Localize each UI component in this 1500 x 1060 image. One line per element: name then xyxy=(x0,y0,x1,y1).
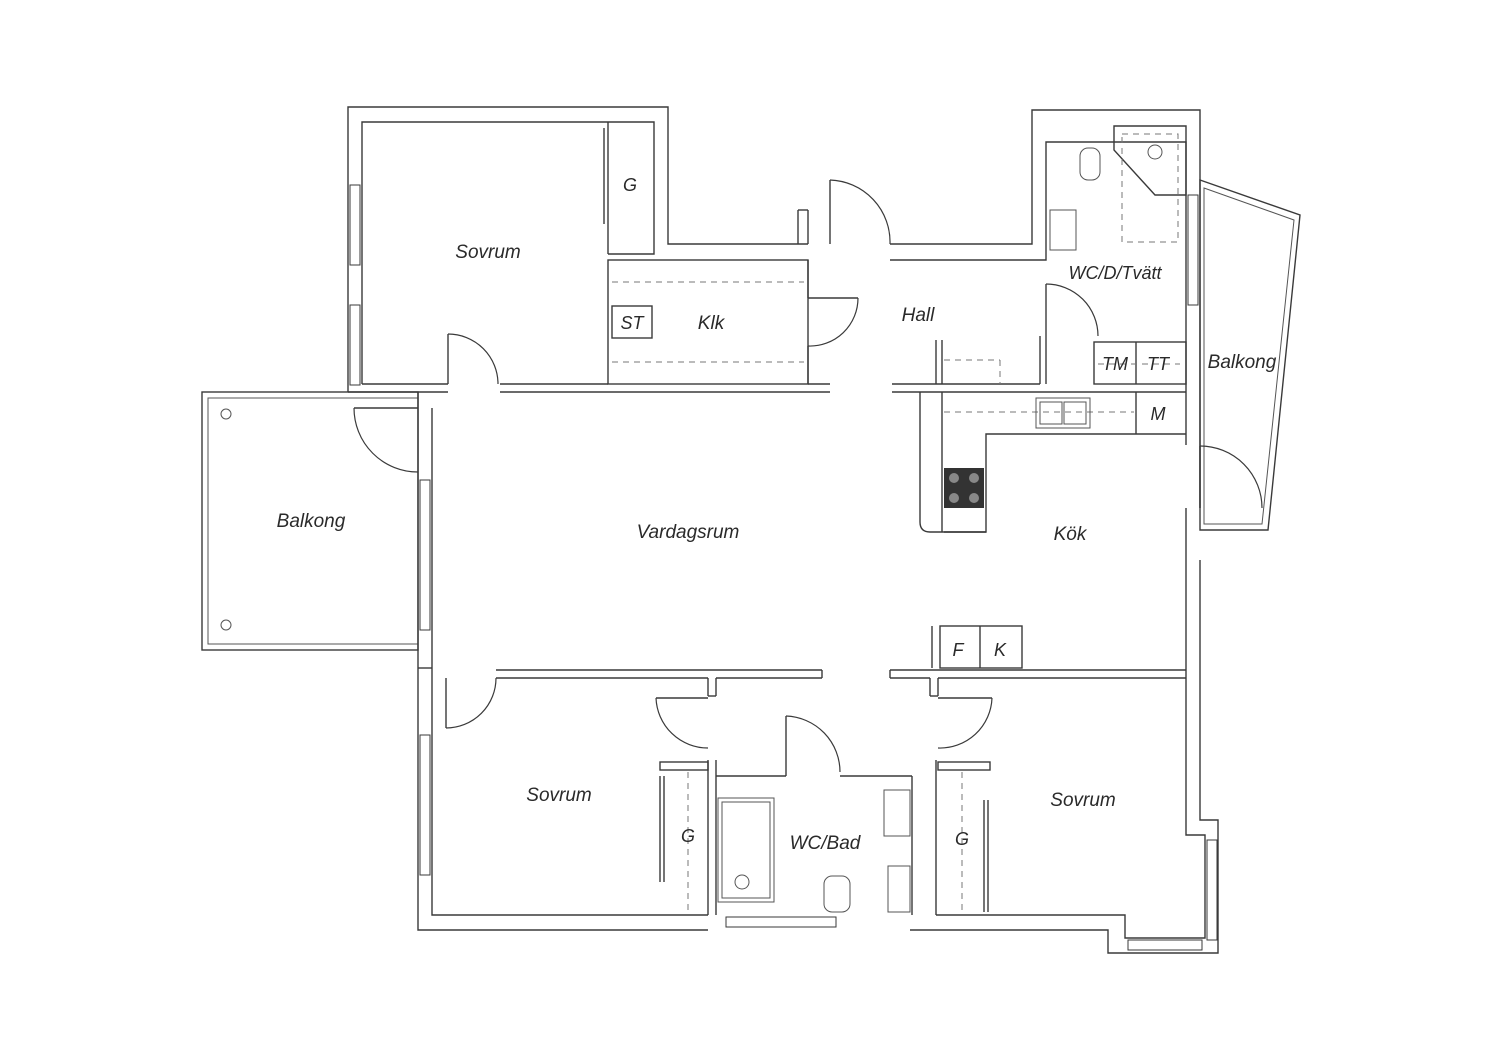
label-wc-d-tvatt: WC/D/Tvätt xyxy=(1069,263,1163,283)
label-garderob-bottom-right: G xyxy=(955,829,969,849)
label-garderob-bottom-left: G xyxy=(681,826,695,846)
label-stad: ST xyxy=(620,313,645,333)
label-f: F xyxy=(953,640,965,660)
label-kok: Kök xyxy=(1054,524,1088,545)
label-tt: TT xyxy=(1147,354,1171,374)
label-hall: Hall xyxy=(902,305,936,326)
room-labels: Sovrum G ST Klk Hall WC/D/Tvätt TM TT Ba… xyxy=(277,175,1277,854)
label-garderob-top: G xyxy=(623,175,637,195)
label-k: K xyxy=(994,640,1007,660)
label-balkong-right: Balkong xyxy=(1208,352,1277,373)
label-sovrum-top: Sovrum xyxy=(455,242,520,263)
windows xyxy=(349,184,1218,951)
label-m: M xyxy=(1151,404,1166,424)
label-klk: Klk xyxy=(698,313,726,334)
label-balkong-left: Balkong xyxy=(277,511,346,532)
label-tm: TM xyxy=(1102,354,1128,374)
doors xyxy=(353,179,1263,776)
label-sovrum-bottom-left: Sovrum xyxy=(526,785,591,806)
label-vardagsrum: Vardagsrum xyxy=(637,522,740,543)
interior-walls xyxy=(348,122,1187,915)
label-sovrum-bottom-right: Sovrum xyxy=(1050,790,1115,811)
label-wc-bad: WC/Bad xyxy=(790,833,862,854)
exterior-walls xyxy=(347,106,1219,954)
